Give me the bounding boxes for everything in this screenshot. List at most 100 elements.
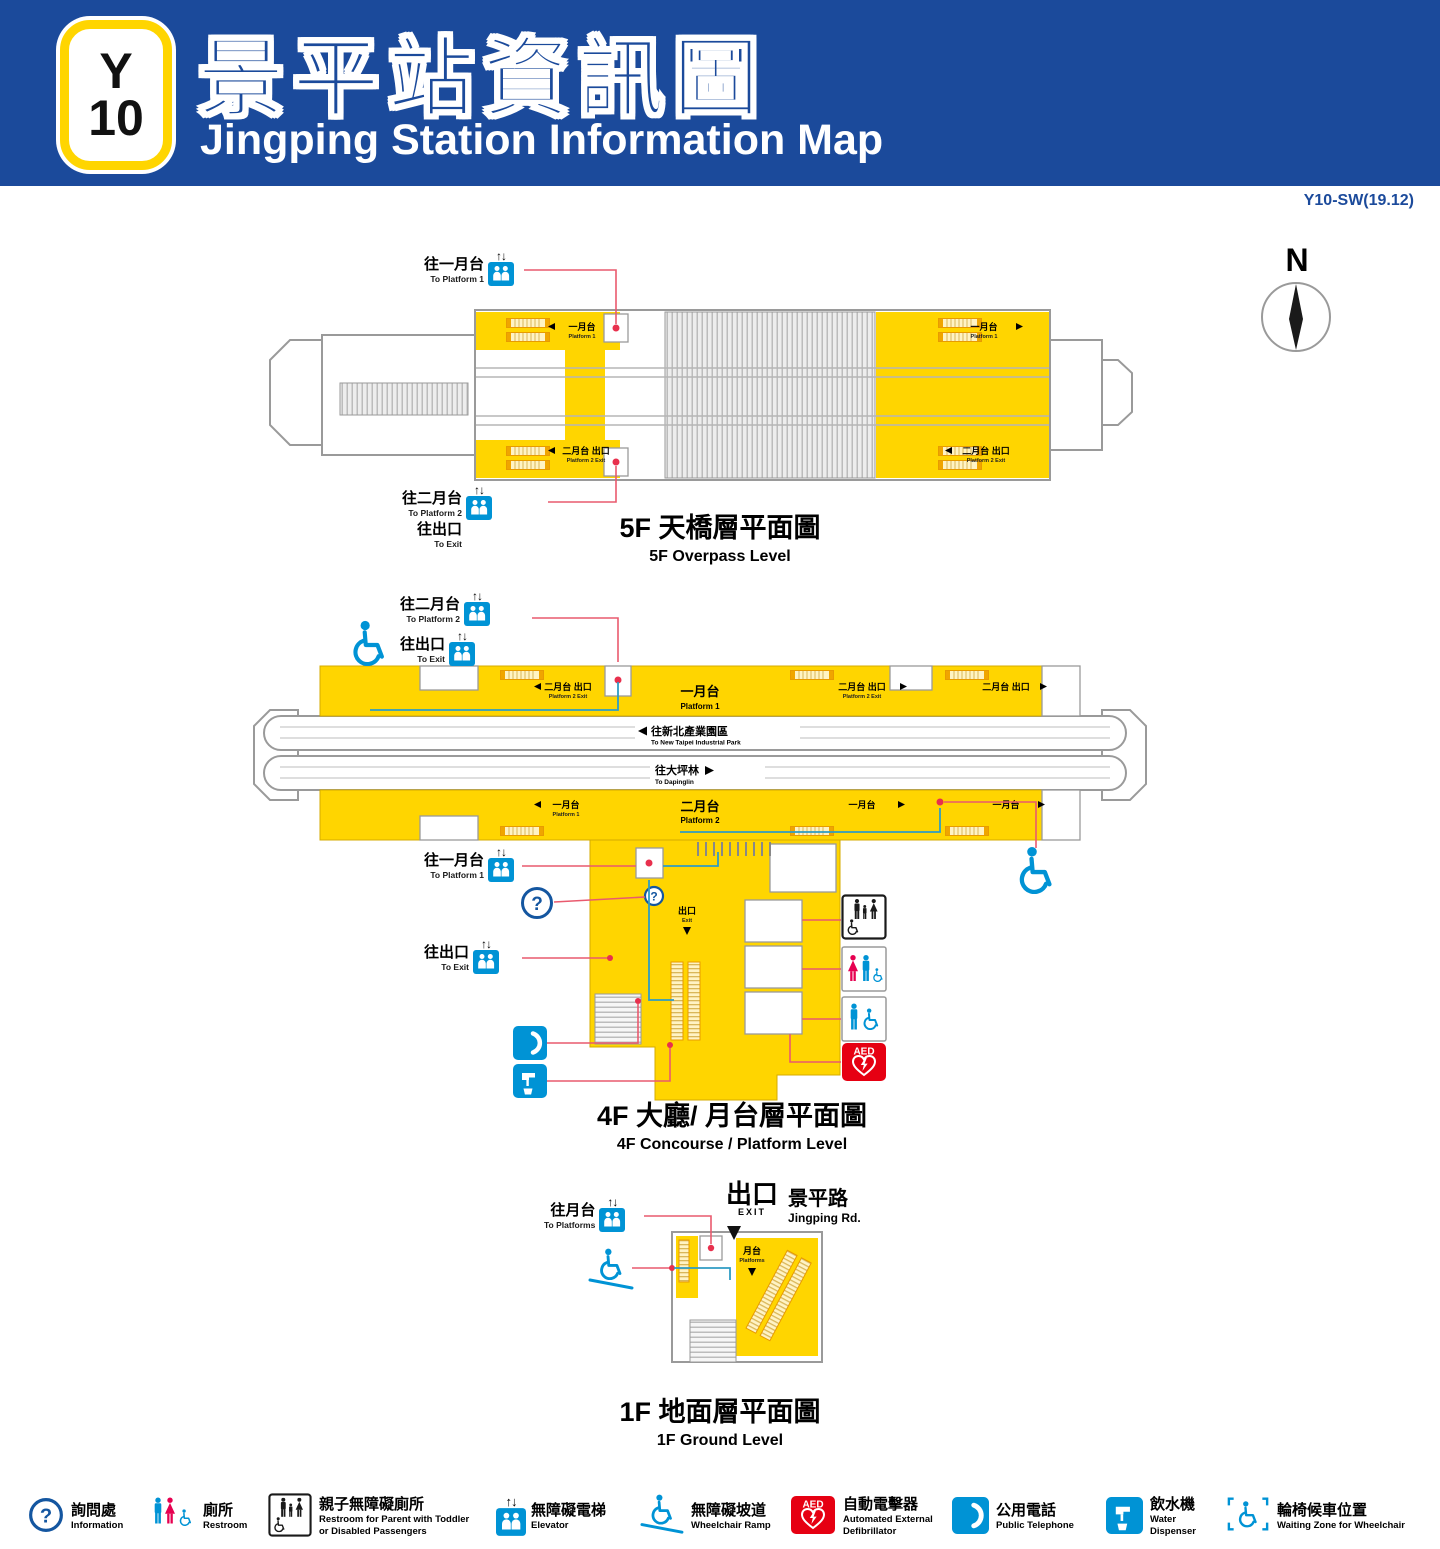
arrow-left-icon: [548, 323, 555, 330]
legend-label-zh: 親子無障礙廁所: [319, 1496, 425, 1514]
legend-item-family-restroom: 親子無障礙廁所 Restroom for Parent with Toddler…: [268, 1486, 481, 1544]
svg-text:二月台 出口: 二月台 出口: [838, 681, 886, 692]
legend-item-restroom: 廁所 Restroom: [150, 1486, 269, 1544]
svg-text:?: ?: [650, 890, 657, 904]
caption-5f-zh: 5F 天橋層平面圖: [619, 513, 821, 543]
svg-text:Exit: Exit: [682, 918, 692, 924]
elevator-icon: ↑↓: [449, 630, 476, 666]
road-name-en: Jingping Rd.: [788, 1211, 861, 1225]
legend-label-en: Wheelchair Ramp: [691, 1519, 771, 1531]
caption-5f: 5F 天橋層平面圖 5F Overpass Level: [500, 506, 940, 566]
legend-label-en: Restroom for Parent with Toddler or Disa…: [319, 1514, 470, 1537]
svg-text:一月台: 一月台: [992, 799, 1019, 810]
legend-item-elevator: ↑↓ 無障礙電梯 Elevator: [496, 1486, 619, 1544]
legend-item-aed: AED 自動電擊器 Automated External Defibrillat…: [790, 1486, 957, 1544]
legend-item-public-telephone: 公用電話 Public Telephone: [952, 1486, 1090, 1544]
exit-zh: 出口: [726, 1179, 779, 1209]
label-4f-to-exit-top: 往出口 To Exit ↑↓: [400, 630, 490, 666]
floor-plan-5f: 一月台 Platform 1 一月台 Platform 1 二月台 出口 Pla…: [269, 269, 1133, 503]
restroom-icon: [154, 1497, 192, 1526]
svg-text:Platform 1: Platform 1: [680, 702, 720, 711]
connector-line: [524, 269, 617, 324]
to-exit-en: To Exit: [434, 538, 463, 549]
compass-north-label: N: [1285, 242, 1309, 278]
to-platform2-en: To Platform 2: [408, 507, 463, 518]
to-platform1-zh: 往一月台: [424, 256, 485, 273]
inner-labels-5f: 一月台 Platform 1 一月台 Platform 1 二月台 出口 Pla…: [548, 321, 1023, 464]
label-4f-to-exit-left: 往出口 To Exit ↑↓: [424, 938, 500, 974]
label-4f-to-platform-1: 往一月台 To Platform 1 ↑↓: [424, 845, 515, 882]
map-version-code: Y10-SW(19.12): [1303, 192, 1414, 209]
svg-text:一月台: 一月台: [568, 321, 595, 332]
arrow-down-icon: [748, 1268, 756, 1276]
svg-text:Platform 2 Exit: Platform 2 Exit: [567, 458, 606, 464]
to-platform1-zh: 往一月台: [424, 852, 485, 869]
up-down-arrows-icon: ↑↓: [472, 589, 483, 603]
elevator-marker: [612, 458, 620, 466]
walkway-railings: [476, 367, 1049, 426]
accessible-route-line: [674, 1267, 731, 1280]
svg-text:Platform 1: Platform 1: [569, 334, 596, 340]
to-platform2-en: To Platform 2: [406, 613, 461, 624]
legend-label-en: Elevator: [531, 1519, 569, 1531]
caption-5f-en: 5F Overpass Level: [649, 548, 791, 565]
svg-text:一月台: 一月台: [970, 321, 997, 332]
svg-text:一月台: 一月台: [680, 684, 719, 699]
to-platform2-zh: 往二月台: [400, 596, 461, 613]
elevator-marker: [645, 859, 653, 867]
connector-line: [548, 466, 617, 503]
arrow-right-icon: [705, 766, 714, 775]
legend-item-wheelchair-waiting-zone: 輪椅候車位置 Waiting Zone for Wheelchair: [1226, 1486, 1417, 1544]
caption-1f: 1F 地面層平面圖 1F Ground Level: [540, 1390, 900, 1450]
to-exit-zh: 往出口: [400, 636, 446, 653]
svg-text:AED: AED: [802, 1500, 823, 1511]
up-down-arrows-icon: ↑↓: [505, 1493, 518, 1509]
wheelchair-ramp-icon: [586, 1248, 634, 1292]
information-icon: ?: [29, 1498, 63, 1532]
up-down-arrows-icon: ↑↓: [496, 249, 507, 263]
up-down-arrows-icon: ↑↓: [474, 483, 485, 497]
legend-label-zh: 無障礙坡道: [691, 1501, 767, 1519]
aed-icon: AED: [791, 1496, 835, 1534]
svg-text:出口: 出口: [678, 905, 696, 916]
svg-text:?: ?: [531, 894, 543, 915]
stairs: [594, 993, 642, 1045]
to-platform1-en: To Platform 1: [430, 273, 485, 284]
legend-item-information: ? 詢問處 Information: [28, 1486, 151, 1544]
page-title-en: Jingping Station Information Map: [200, 116, 884, 164]
header-banner: [0, 0, 1440, 186]
public-telephone-icon: [952, 1496, 989, 1534]
escalators-to-concourse: [745, 1249, 812, 1342]
wheelchair-icon: [346, 620, 392, 666]
to-exit-zh: 往出口: [424, 944, 470, 961]
accessible-route-lines: [370, 682, 941, 1001]
connector-lines: [522, 617, 1037, 1082]
station-code-badge: Y 10: [60, 20, 172, 170]
caption-4f-en: 4F Concourse / Platform Level: [616, 1136, 848, 1153]
svg-text:Platform 2 Exit: Platform 2 Exit: [549, 694, 588, 700]
svg-text:To Dapinglin: To Dapinglin: [655, 779, 694, 786]
legend-label-zh: 詢問處: [71, 1501, 117, 1519]
svg-text:二月台: 二月台: [680, 799, 719, 814]
arrow-left-icon: [638, 726, 647, 736]
elevator-icon: ↑↓: [464, 589, 491, 626]
elevator-icon: ↑↓: [496, 1493, 526, 1536]
label-5f-to-platform-2-exit: 往二月台 To Platform 2 往出口 To Exit ↑↓: [402, 483, 493, 549]
svg-text:二月台 出口: 二月台 出口: [962, 445, 1010, 456]
legend-label-en: Restroom: [203, 1519, 248, 1531]
to-platforms-en: To Platforms: [544, 1219, 596, 1230]
svg-text:Platform 1: Platform 1: [553, 812, 580, 818]
legend-label-en: Public Telephone: [996, 1519, 1074, 1531]
legend-label-en: Waiting Zone for Wheelchair: [1277, 1519, 1405, 1531]
legend-item-water-dispenser: 飲水機 Water Dispenser: [1106, 1486, 1214, 1544]
family-restroom-icon: [268, 1493, 312, 1537]
wheelchair-ramp-icon: [640, 1494, 684, 1534]
label-5f-to-platform-1: 往一月台 To Platform 1 ↑↓: [424, 249, 515, 286]
legend-label-en: Water Dispenser: [1150, 1514, 1196, 1537]
svg-text:Platform 1: Platform 1: [971, 334, 998, 340]
page-title-zh: 景平站資訊圖: [198, 31, 768, 128]
up-down-arrows-icon: ↑↓: [607, 1195, 618, 1209]
elevator-icon: ↑↓: [466, 483, 493, 520]
up-down-arrows-icon: ↑↓: [496, 845, 507, 859]
svg-text:一月台: 一月台: [848, 799, 875, 810]
